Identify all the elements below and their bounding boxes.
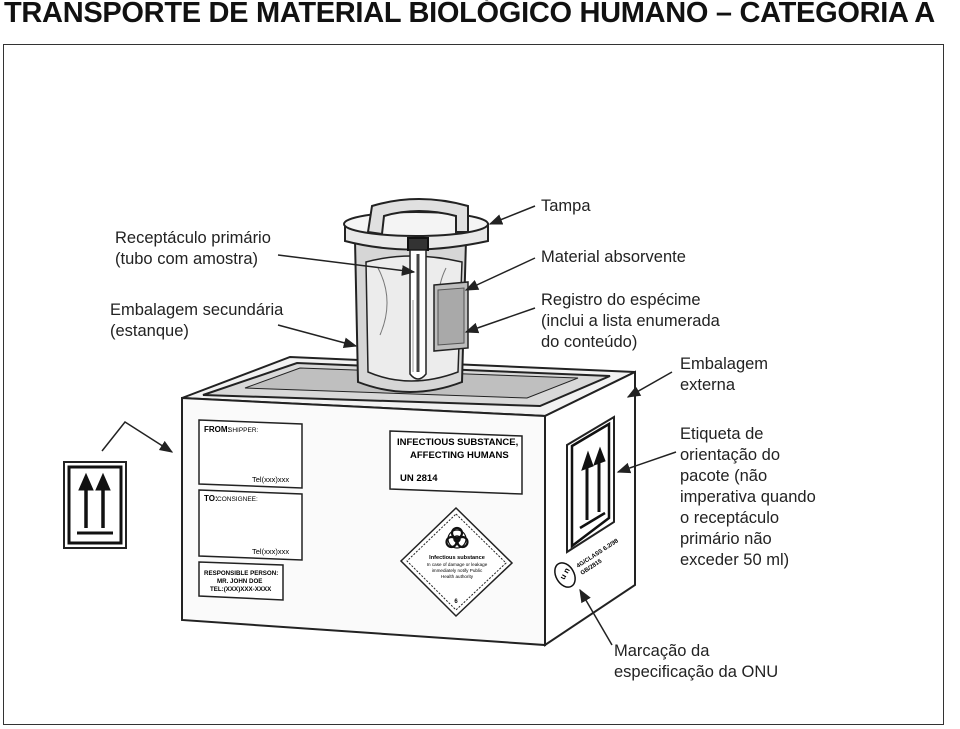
label-embalagem-secundaria: Embalagem secundária (estanque) [110, 301, 284, 340]
from-sub-text: SHIPPER: [228, 427, 259, 434]
diamond-line-1: Infectious substance [429, 555, 485, 561]
to-text: TO: [204, 494, 218, 503]
infectious-line-2: AFFECTING HUMANS [410, 450, 509, 461]
label-receptaculo-primario: Receptáculo primário (tubo com amostra) [115, 229, 271, 268]
biohazard-icon [445, 526, 469, 549]
biohazard-diamond-label: Infectious substance In case of damage o… [399, 506, 514, 618]
diamond-line-4: Health authority [441, 574, 474, 579]
label-tampa: Tampa [541, 197, 591, 215]
label-etiqueta-orientacao: Etiqueta de orientação do pacote (não im… [680, 425, 816, 569]
diagram-frame [3, 44, 944, 725]
responsible-line-3: TEL:(XXX)XXX-XXXX [210, 586, 272, 593]
label-registro-especime: Registro do espécime (inclui a lista enu… [541, 291, 720, 351]
shipper-label: FROM: SHIPPER: Tel(xxx)xxx [198, 419, 303, 489]
secondary-container [343, 198, 489, 393]
to-tel-text: Tel(xxx)xxx [252, 547, 289, 556]
side-orientation-label [566, 415, 615, 554]
from-text: FROM: [204, 425, 230, 434]
primary-receptacle-tube [407, 237, 429, 380]
page-title: TRANSPORTE DE MATERIAL BIOLÓGICO HUMANO … [4, 0, 935, 29]
infectious-line-1: INFECTIOUS SUBSTANCE, [397, 437, 518, 448]
infectious-substance-label: INFECTIOUS SUBSTANCE, AFFECTING HUMANS U… [389, 430, 523, 495]
diamond-class: 6 [454, 599, 458, 605]
diamond-line-3: immediately notify Public [432, 568, 483, 573]
responsible-line-2: MR. JOHN DOE [217, 578, 262, 585]
orientation-label-standalone [63, 421, 174, 549]
responsible-line-1: RESPONSIBLE PERSON: [204, 570, 278, 577]
diamond-line-2: In case of damage or leakage [427, 562, 488, 567]
consignee-label: TO: CONSIGNEE: Tel(xxx)xxx [198, 489, 303, 561]
to-sub-text: CONSIGNEE: [217, 496, 258, 503]
orientation-arrows-icon [579, 446, 606, 530]
label-material-absorvente: Material absorvente [541, 248, 686, 266]
from-tel-text: Tel(xxx)xxx [252, 475, 289, 484]
label-marcacao-onu: Marcação da especificação da ONU [614, 642, 779, 681]
responsible-person-label: RESPONSIBLE PERSON: MR. JOHN DOE TEL:(XX… [198, 561, 284, 601]
un-number-text: UN 2814 [400, 473, 438, 484]
orientation-arrows-icon [77, 472, 113, 535]
label-embalagem-externa: Embalagem externa [680, 355, 769, 394]
leader-lines [277, 205, 677, 646]
